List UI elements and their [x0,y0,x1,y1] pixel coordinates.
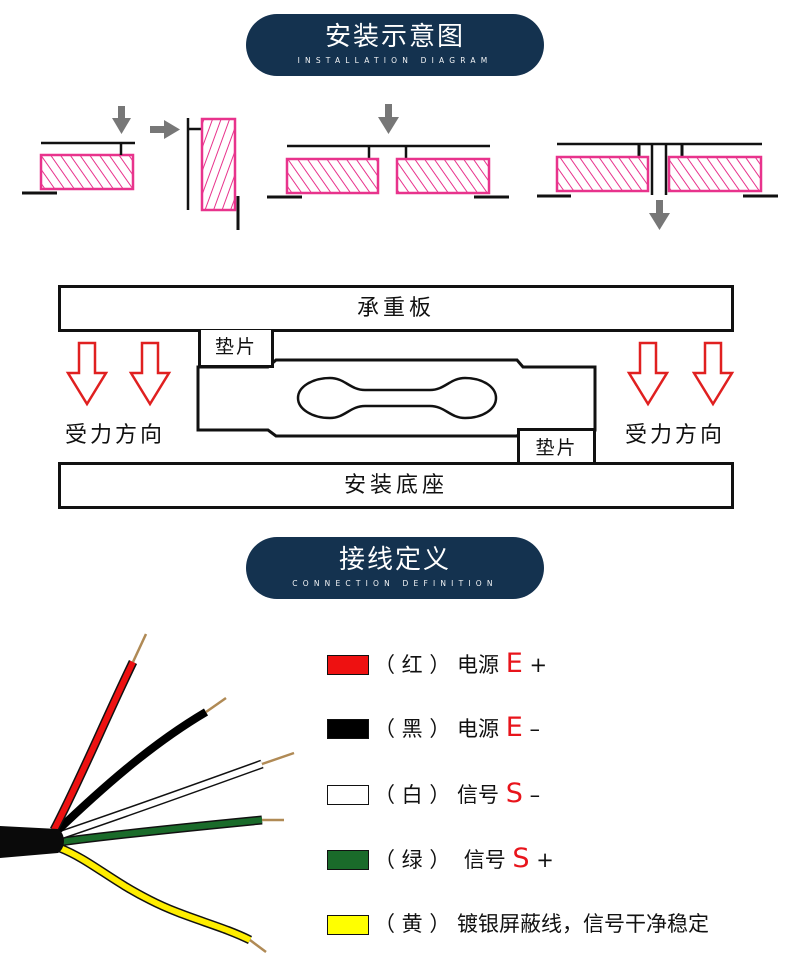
force-arrow-red-icon [626,341,670,407]
wire-color-name: （ 红 ） [374,653,451,677]
wire-symbol: E [505,712,523,743]
wire-row-green: （ 绿 ） 信号 S + [374,845,554,872]
wire-function: 信号 [457,848,506,872]
wire-sign: – [529,717,540,741]
shim-bottom: 垫片 [517,428,596,464]
wire-sign: – [529,783,541,807]
wire-swatch-red [327,655,369,675]
section-header-installation: 安装示意图 INSTALLATION DIAGRAM [246,14,544,76]
wire-color-name: （ 黄 ） [374,912,451,936]
load-plate-label: 承重板 [356,296,435,321]
load-plate: 承重板 [58,285,734,332]
wire-row-black: （ 黑 ） 电源 E – [374,714,540,741]
wire-function: 镀银屏蔽线，信号干净稳定 [457,912,710,936]
force-arrow-red-icon [65,341,109,407]
wire-function: 电源 [457,653,500,677]
wire-swatch-black [327,719,369,739]
sketch-dual-cell [267,104,509,199]
shim-top: 垫片 [198,330,274,368]
shim-top-label: 垫片 [214,336,257,358]
load-cell-body [196,358,597,438]
sketch-hanging-load [537,142,778,230]
shim-bottom-label: 垫片 [535,437,578,459]
cable-wires [0,633,295,953]
mounting-base: 安装底座 [58,462,734,509]
wire-row-red: （ 红 ） 电源 E + [374,650,548,677]
wire-symbol: S [512,843,530,874]
wire-swatch-white [327,785,369,805]
wire-sign: + [536,848,554,872]
wire-swatch-yellow [327,915,369,935]
force-direction-label-right: 受力方向 [625,423,726,448]
wire-function: 电源 [457,717,500,741]
force-arrow-red-icon [128,341,172,407]
section-title: 接线定义 [338,545,451,575]
wire-symbol: E [505,648,523,679]
sketch-single-cell [22,106,135,195]
mounting-base-label: 安装底座 [343,473,448,498]
wire-color-name: （ 白 ） [374,783,451,807]
section-subtitle: INSTALLATION DIAGRAM [297,56,493,65]
wire-sign: + [529,653,548,677]
wire-color-name: （ 黑 ） [374,717,451,741]
force-arrow-grey-icon [378,104,399,134]
force-arrow-grey-icon [150,120,180,139]
wire-swatch-green [327,850,369,870]
wire-row-white: （ 白 ） 信号 S – [374,780,541,807]
wire-symbol: S [505,778,523,809]
force-arrow-grey-icon [112,106,131,134]
section-header-connection: 接线定义 CONNECTION DEFINITION [246,537,544,599]
wire-row-yellow: （ 黄 ） 镀银屏蔽线，信号干净稳定 [374,912,709,936]
sketch-side-load [150,117,240,230]
wire-function: 信号 [457,783,500,807]
force-arrow-red-icon [691,341,735,407]
wire-color-name: （ 绿 ） [374,848,451,872]
force-direction-label-left: 受力方向 [65,423,166,448]
section-title: 安装示意图 [324,22,465,52]
section-subtitle: CONNECTION DEFINITION [292,579,498,588]
force-arrow-grey-icon [649,200,670,230]
